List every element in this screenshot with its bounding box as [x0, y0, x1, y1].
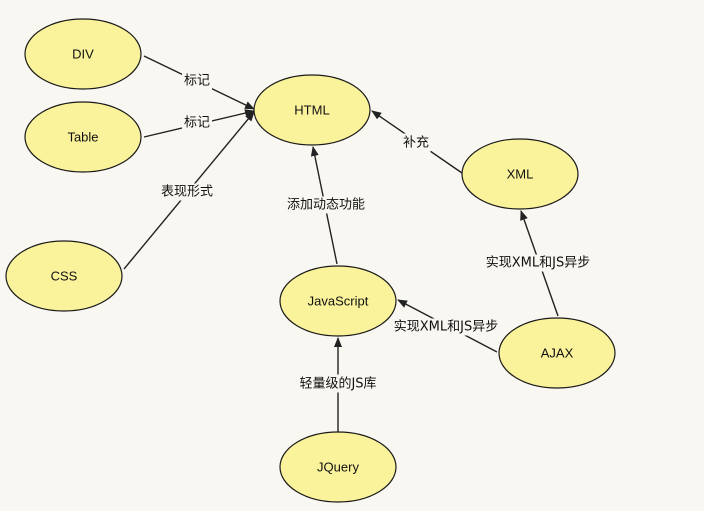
edge-label-text: 表现形式 [161, 185, 213, 200]
node-html-shape [253, 74, 371, 146]
edge-label-jquery-to-javascript: 轻量级的JS库 [297, 374, 379, 393]
edge-label-bg [284, 196, 368, 214]
node-div[interactable]: DIV [24, 18, 142, 90]
edge-label-ajax-to-javascript: 实现XML和JS异步 [391, 318, 501, 336]
node-javascript-label: JavaScript [308, 294, 369, 309]
node-xml-label: XML [507, 167, 534, 182]
node-div-shape [24, 18, 142, 90]
edge-label-bg [391, 318, 501, 336]
edge-label-bg [158, 183, 216, 201]
edge-label-text: 添加动态功能 [287, 198, 365, 213]
node-jquery[interactable]: JQuery [279, 431, 397, 503]
node-ajax-shape [498, 317, 616, 389]
edge-label-css-to-html: 表现形式 [158, 183, 216, 201]
node-table[interactable]: Table [24, 101, 142, 173]
edge-label-text: 轻量级的JS库 [299, 376, 376, 392]
edge-label-bg [181, 114, 213, 132]
node-javascript-shape [279, 265, 397, 337]
edge-label-text: 实现XML和JS异步 [486, 256, 590, 271]
edge-label-bg [181, 72, 213, 90]
node-css-shape [5, 240, 123, 312]
edge-label-text: 标记 [184, 74, 210, 89]
edge-label-bg [297, 374, 379, 393]
edge-label-javascript-to-html: 添加动态功能 [284, 196, 368, 214]
edge-label-div-to-html: 标记 [181, 72, 213, 90]
node-css[interactable]: CSS [5, 240, 123, 312]
edge-label-xml-to-html: 补充 [400, 133, 432, 152]
node-xml[interactable]: XML [461, 138, 579, 210]
node-jquery-shape [279, 431, 397, 503]
node-javascript[interactable]: JavaScript [279, 265, 397, 337]
edge-label-text: 实现XML和JS异步 [394, 320, 498, 335]
node-table-shape [24, 101, 142, 173]
node-html-label: HTML [294, 103, 329, 118]
edge-label-text: 补充 [403, 135, 429, 151]
edge-label-table-to-html: 标记 [181, 114, 213, 132]
node-ajax-label: AJAX [541, 346, 574, 361]
node-css-label: CSS [51, 269, 78, 284]
edge-label-text: 标记 [184, 116, 210, 131]
node-xml-shape [461, 138, 579, 210]
edge-labels-layer: 标记标记表现形式补充添加动态功能实现XML和JS异步实现XML和JS异步轻量级的… [158, 72, 593, 393]
node-table-label: Table [67, 130, 98, 145]
node-html[interactable]: HTML [253, 74, 371, 146]
edge-label-bg [483, 254, 593, 272]
node-jquery-label: JQuery [317, 460, 359, 475]
node-ajax[interactable]: AJAX [498, 317, 616, 389]
edge-label-ajax-to-xml: 实现XML和JS异步 [483, 254, 593, 272]
node-div-label: DIV [72, 47, 94, 62]
edge-label-bg [400, 133, 432, 152]
